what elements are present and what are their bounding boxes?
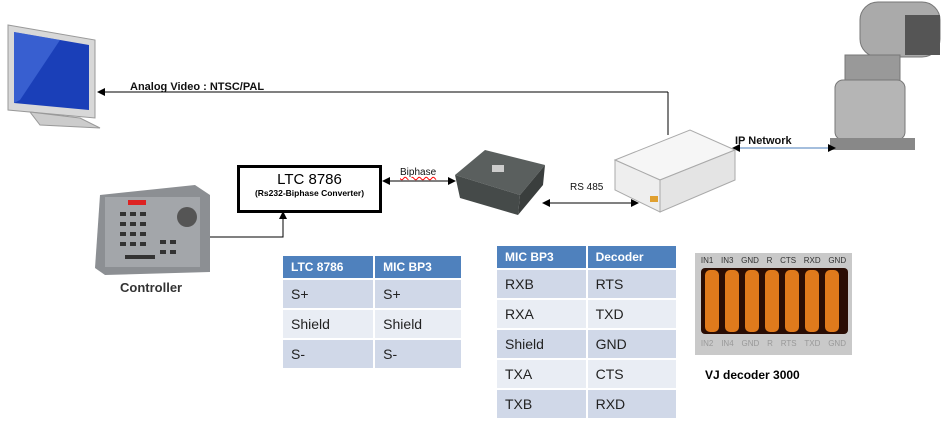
pin-label: GND: [741, 339, 760, 348]
pin-label: CTS: [780, 256, 797, 265]
pin-label: RXD: [803, 256, 821, 265]
table-row: S-S-: [283, 340, 461, 368]
ip-network-label: IP Network: [735, 135, 792, 147]
cell: TXD: [585, 300, 676, 328]
pin-label: RTS: [780, 339, 797, 348]
pin-label: TXD: [804, 339, 821, 348]
table-header: MIC BP3: [373, 256, 461, 278]
analog-video-label: Analog Video : NTSC/PAL: [130, 81, 265, 93]
cell: S-: [373, 340, 461, 368]
vj-decoder-terminal-image: [695, 253, 852, 355]
controller-label: Controller: [120, 280, 183, 295]
mic-bp3-junction-box-icon: [455, 150, 545, 215]
cell: GND: [585, 330, 676, 358]
biphase-label: Biphase: [400, 167, 437, 178]
terminal-top-labels: IN1 IN3 GND R CTS RXD GND: [697, 256, 850, 265]
cell: S-: [283, 340, 374, 368]
cell: CTS: [585, 360, 676, 388]
table-header: Decoder: [585, 246, 676, 268]
ltc-8786-converter-box: LTC 8786 (Rs232-Biphase Converter): [237, 165, 382, 213]
cell: RXB: [497, 270, 586, 298]
cell: Shield: [373, 310, 461, 338]
pin-label: R: [766, 256, 773, 265]
decoder-device-icon: [613, 129, 737, 213]
cell: RXD: [585, 390, 676, 418]
cell: RTS: [585, 270, 676, 298]
controller-keyboard-icon: [95, 185, 210, 275]
table-row: S+S+: [283, 280, 461, 308]
cell: S+: [373, 280, 461, 308]
pin-label: GND: [828, 339, 846, 348]
converter-subtitle: (Rs232-Biphase Converter): [254, 188, 365, 198]
pin-label: IN2: [700, 339, 714, 348]
pin-label: GND: [828, 256, 847, 265]
cell: Shield: [283, 310, 374, 338]
table-header: LTC 8786: [283, 256, 374, 278]
monitor-icon: [7, 24, 101, 129]
pin-label: IN3: [720, 256, 734, 265]
terminal-bottom-labels: IN2 IN4 GND R RTS TXD GND: [697, 339, 850, 348]
rs485-label: RS 485: [570, 182, 604, 193]
cell: RXA: [497, 300, 586, 328]
converter-title: LTC 8786: [277, 171, 342, 188]
table-header: MIC BP3: [497, 246, 586, 268]
vj-decoder-label: VJ decoder 3000: [705, 368, 800, 382]
cell: S+: [283, 280, 374, 308]
pin-label: IN4: [721, 339, 734, 348]
pin-label: IN1: [700, 256, 714, 265]
cell: TXB: [497, 390, 586, 418]
cell: Shield: [497, 330, 586, 358]
pin-label: R: [767, 339, 773, 348]
cell: TXA: [497, 360, 586, 388]
ptz-camera-icon: [830, 1, 941, 150]
pin-label: GND: [741, 256, 759, 265]
